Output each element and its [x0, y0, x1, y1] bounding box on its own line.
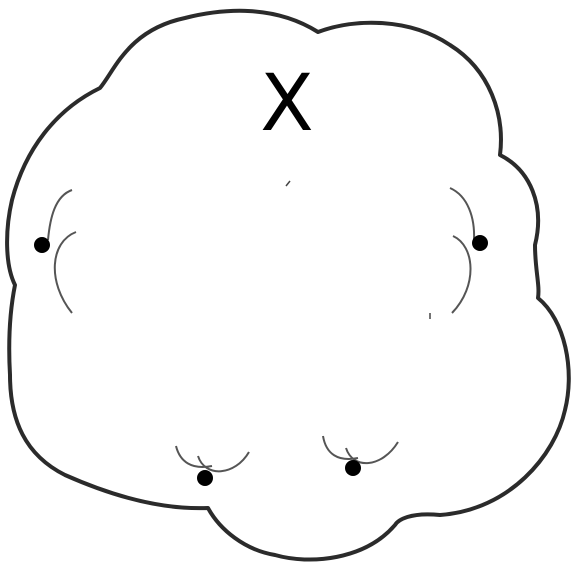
bottom-right-mark-dot: [345, 460, 361, 476]
bottom-left-mark-dot: [197, 470, 213, 486]
right-mark-dot: [472, 235, 488, 251]
left-mark-dot: [34, 237, 50, 253]
center-label: X: [260, 59, 313, 149]
